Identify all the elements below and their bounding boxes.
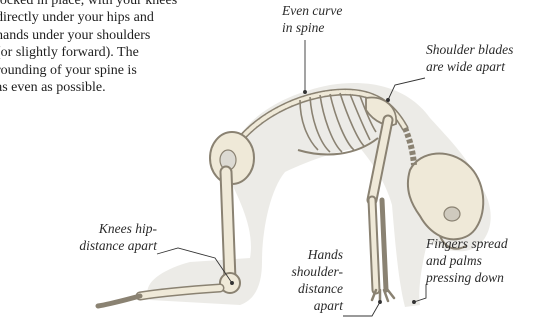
intro-paragraph: locked in place, with your knees directl… — [0, 0, 226, 96]
callout-hands: Hands shoulder- distance apart — [268, 246, 343, 314]
intro-line: locked in place, with your knees — [0, 0, 226, 9]
intro-line: directly under your hips and — [0, 9, 226, 26]
intro-line: (or slightly forward). The — [0, 44, 226, 61]
intro-line: as even as possible. — [0, 79, 226, 96]
callout-fingers: Fingers spread and palms pressing down — [426, 235, 508, 286]
intro-line: rounding of your spine is — [0, 62, 226, 79]
intro-line: hands under your shoulders — [0, 27, 226, 44]
callout-shoulder-blades: Shoulder blades are wide apart — [426, 41, 513, 75]
callout-knees: Knees hip- distance apart — [62, 220, 157, 254]
callout-even-curve: Even curve in spine — [282, 2, 342, 36]
